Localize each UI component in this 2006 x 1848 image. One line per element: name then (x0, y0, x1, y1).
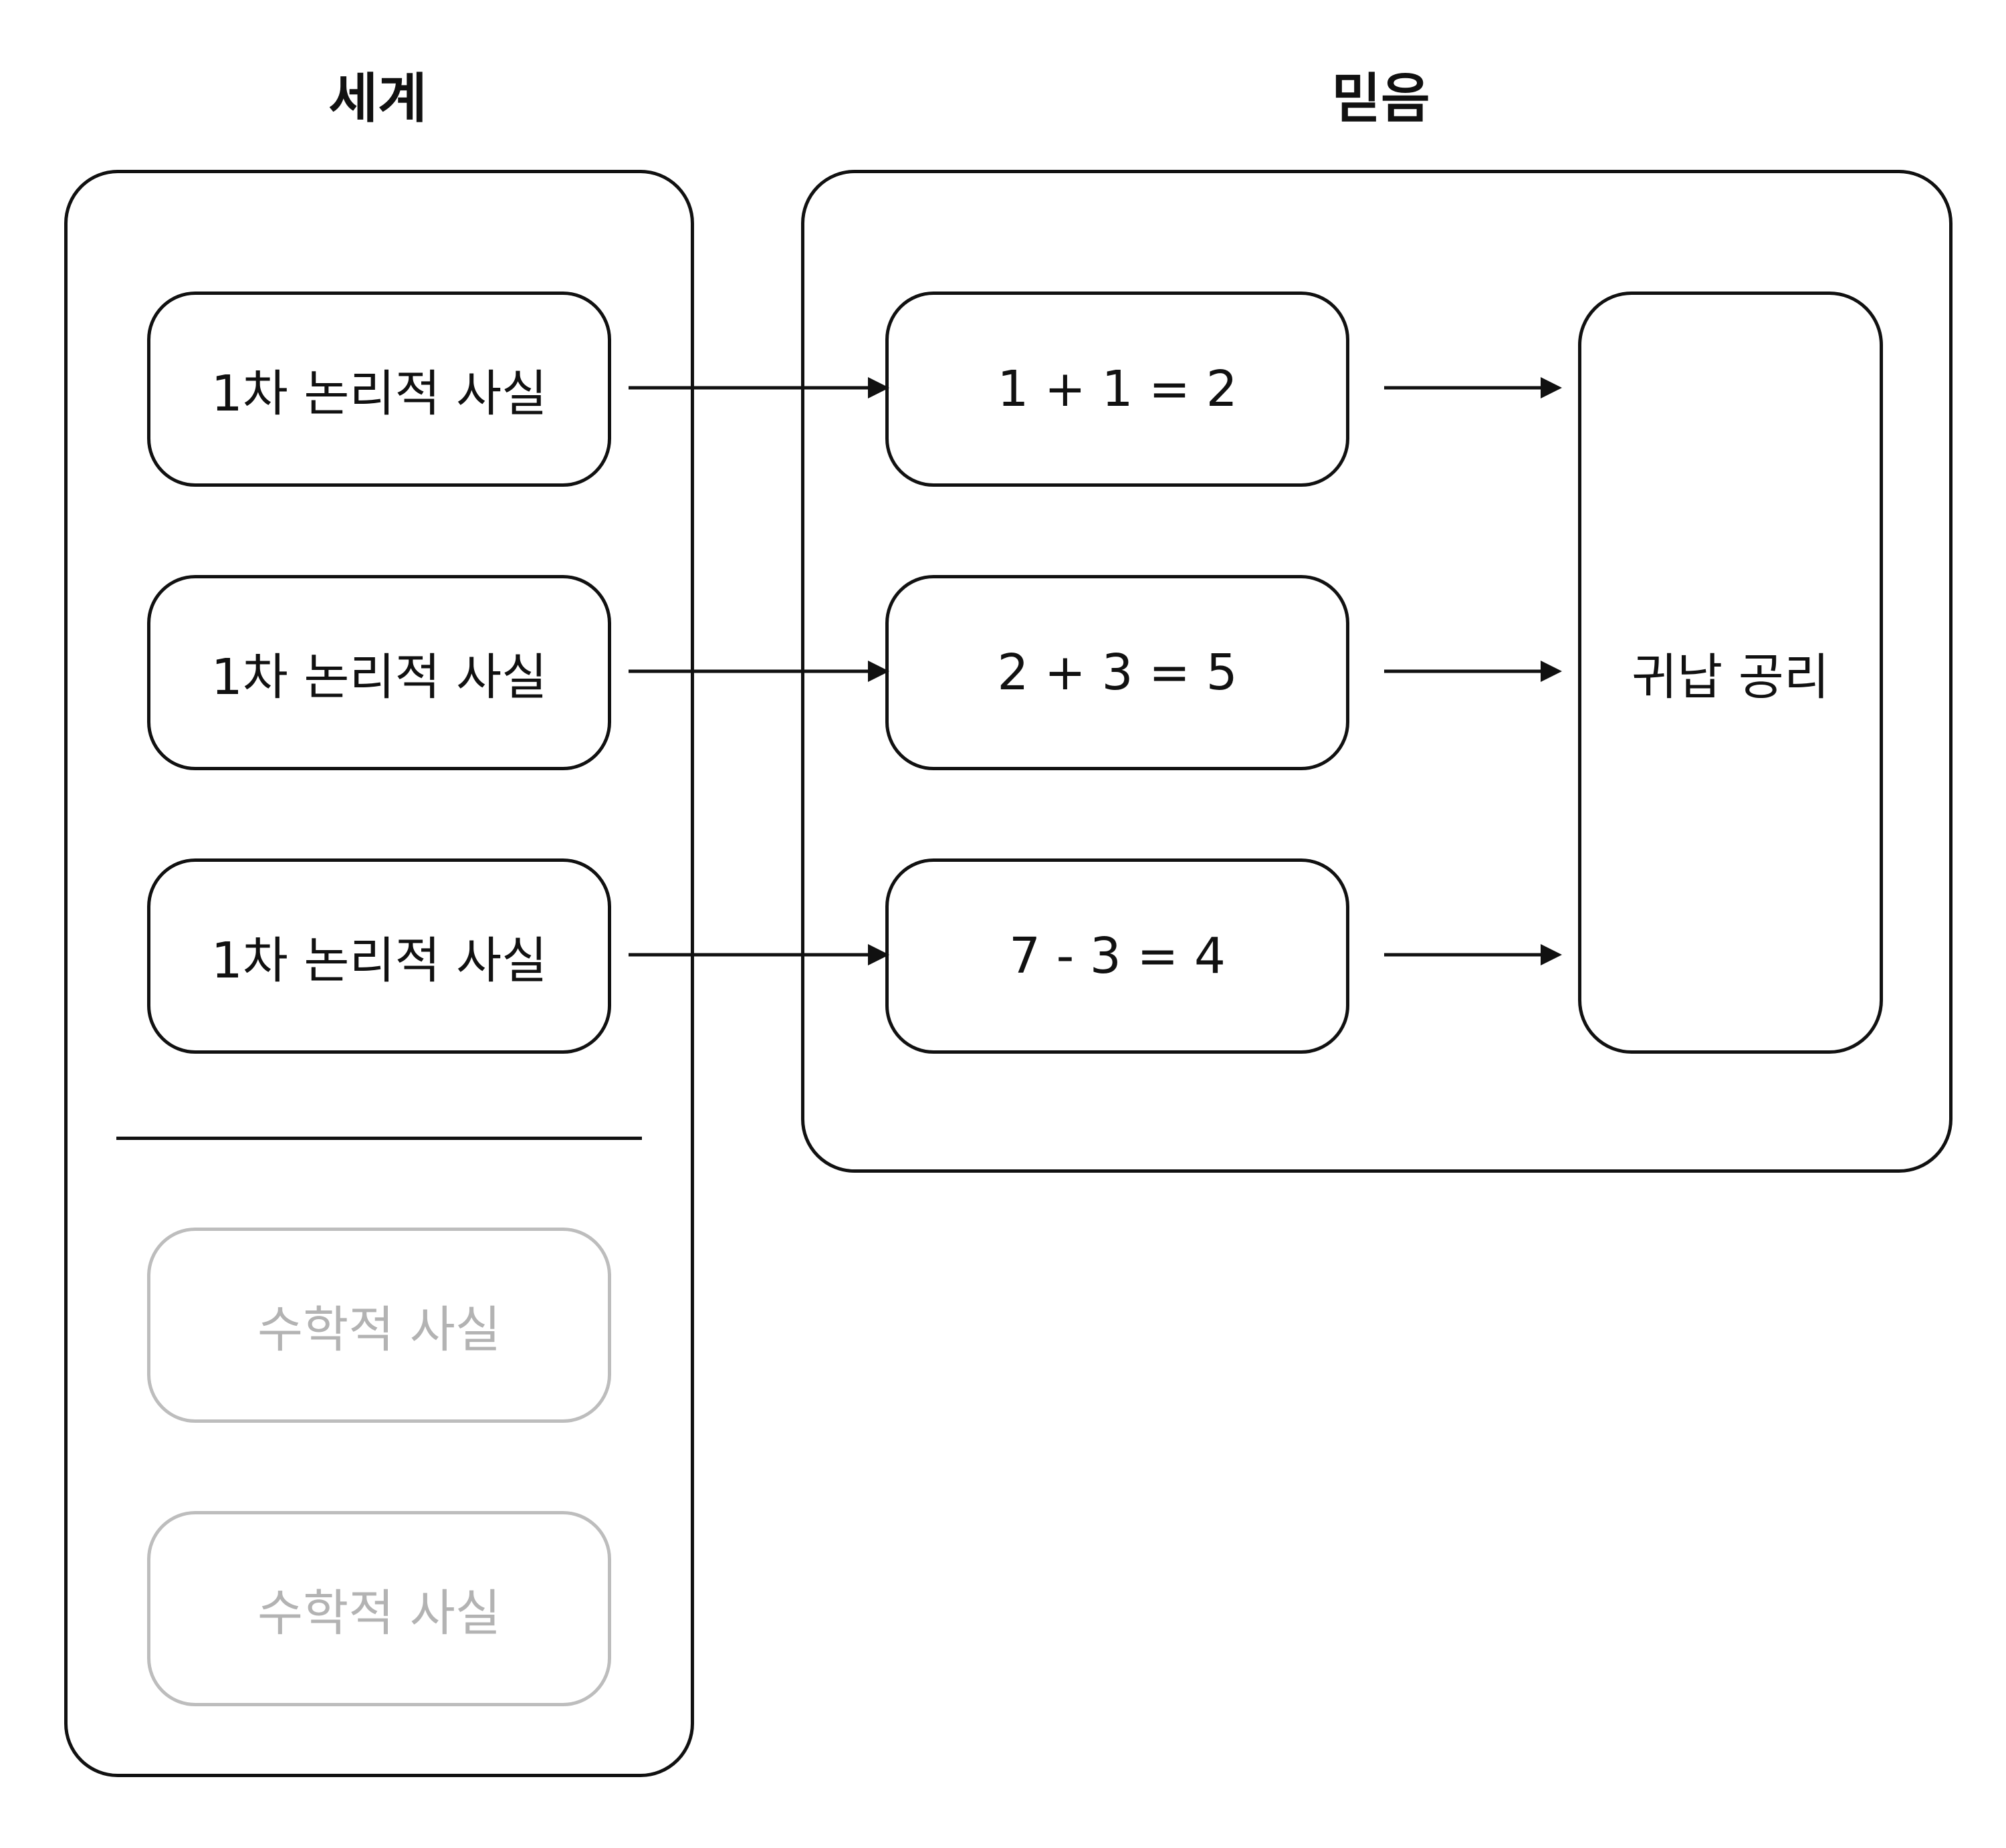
belief-title: 믿음 (1331, 68, 1430, 130)
induction-axiom-node: 귀납 공리 (1578, 292, 1883, 1054)
equation-label-2: 2 + 3 = 5 (997, 644, 1238, 701)
logical-fact-node-2: 1차 논리적 사실 (147, 575, 611, 770)
equation-label-1: 1 + 1 = 2 (997, 360, 1238, 418)
math-fact-node-2: 수학적 사실 (147, 1511, 611, 1706)
math-fact-node-1: 수학적 사실 (147, 1228, 611, 1423)
logical-fact-label-1: 1차 논리적 사실 (211, 364, 548, 423)
arrowhead-5 (1541, 661, 1562, 682)
logical-fact-label-3: 1차 논리적 사실 (211, 931, 548, 990)
arrowhead-6 (1541, 944, 1562, 965)
arrowhead-3 (868, 944, 889, 965)
math-fact-label-1: 수학적 사실 (257, 1300, 501, 1359)
induction-axiom-label: 귀납 공리 (1632, 648, 1829, 706)
logical-fact-node-1: 1차 논리적 사실 (147, 292, 611, 487)
world-divider (116, 1137, 642, 1140)
arrowhead-2 (868, 661, 889, 682)
logical-fact-node-3: 1차 논리적 사실 (147, 858, 611, 1054)
world-title: 세계 (328, 68, 427, 130)
equation-node-2: 2 + 3 = 5 (885, 575, 1349, 770)
arrowhead-1 (868, 377, 889, 398)
equation-node-3: 7 - 3 = 4 (885, 858, 1349, 1054)
math-fact-label-2: 수학적 사실 (257, 1584, 501, 1642)
logical-fact-label-2: 1차 논리적 사실 (211, 648, 548, 706)
arrowhead-4 (1541, 377, 1562, 398)
equation-node-1: 1 + 1 = 2 (885, 292, 1349, 487)
equation-label-3: 7 - 3 = 4 (1008, 927, 1226, 985)
